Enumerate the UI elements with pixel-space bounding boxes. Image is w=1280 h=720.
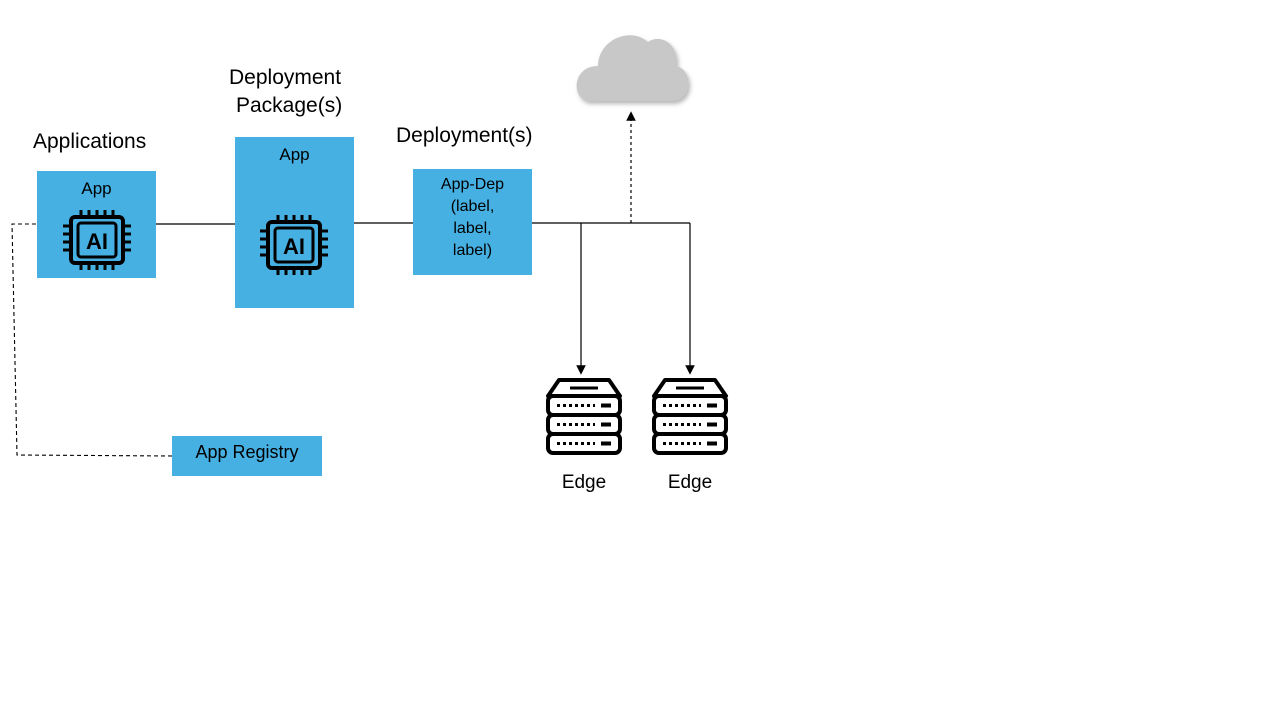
svg-text:AI: AI: [86, 229, 108, 254]
heading-applications: Applications: [33, 130, 147, 153]
connector-registry-to-app: [11, 223, 173, 457]
deployment-package-box-label: App: [279, 145, 310, 164]
application-box-label: App: [81, 179, 112, 198]
deployment-package-box[interactable]: App AI: [235, 137, 354, 308]
edge-label-1: Edge: [561, 472, 607, 493]
deployment-box[interactable]: App-Dep (label, label, label): [413, 169, 532, 275]
server-rack-icon: [652, 378, 728, 455]
ai-chip-icon: AI: [260, 215, 328, 275]
svg-text:AI: AI: [283, 234, 305, 259]
application-box[interactable]: App AI: [37, 171, 156, 278]
app-registry-box[interactable]: App Registry: [172, 436, 322, 476]
deployment-box-line-1: App-Dep: [440, 176, 505, 193]
cloud-icon: [576, 35, 689, 101]
heading-deployment-package-line1: Deployment: [229, 66, 342, 89]
app-registry-label: App Registry: [195, 442, 299, 462]
edge-label-2: Edge: [667, 472, 713, 493]
heading-deployments: Deployment(s): [396, 124, 533, 147]
heading-deployment-package-line2: Package(s): [236, 94, 343, 117]
deployment-box-line-4: label): [452, 242, 493, 259]
server-rack-icon: [546, 378, 622, 455]
ai-chip-icon: AI: [63, 210, 131, 270]
deployment-box-line-3: label,: [453, 220, 492, 237]
deployment-box-line-2: (label,: [450, 198, 495, 215]
